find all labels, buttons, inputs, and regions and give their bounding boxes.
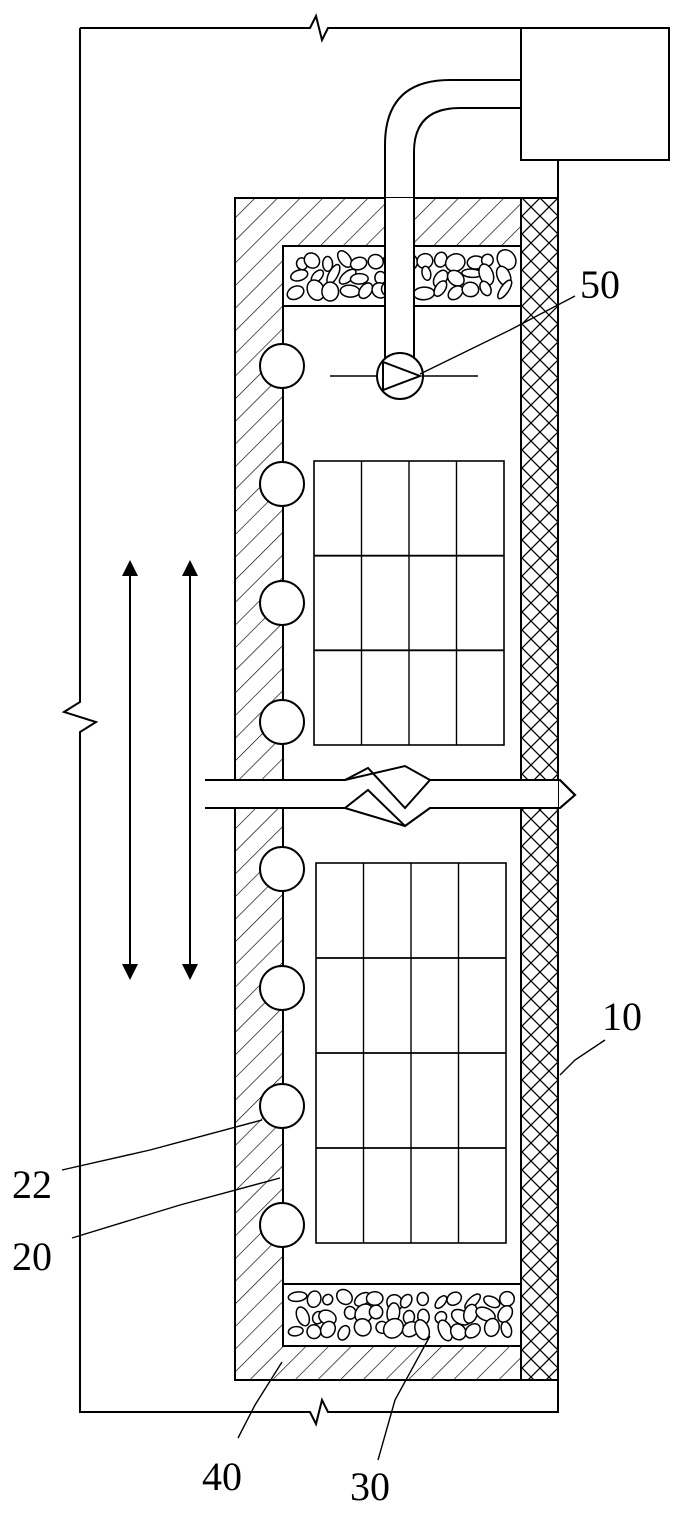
pebble [306,1290,322,1309]
pebble [446,1291,463,1307]
label-side-wall: 10 [602,994,642,1039]
pebble [353,1317,372,1337]
outer-boundary [61,13,559,1427]
heat-pipe-circle [259,343,305,389]
label-heat-pipe: 22 [12,1162,52,1207]
label-cavity: 20 [12,1234,52,1279]
control-box [520,27,670,161]
pebble [367,253,384,270]
pebble [464,1322,481,1339]
heat-pipe-circle [259,699,305,745]
pebble [412,286,436,301]
pebble [335,1288,353,1306]
movement-arrows [122,560,198,980]
pebble [421,265,432,282]
pebble [446,269,465,287]
module-grid [313,460,505,746]
pebble [336,250,353,268]
pebble [382,1317,405,1339]
pebble [295,1306,311,1327]
pebble [500,1320,513,1339]
pebble [479,280,492,297]
pebble [449,1323,467,1341]
heat-pipe-circle [259,461,305,507]
leader-lines [61,295,606,1461]
battery-modules [313,460,507,1244]
pebble [321,281,340,302]
pebble [337,1324,351,1341]
pebble [498,1290,516,1307]
label-insulation: 40 [202,1454,242,1499]
pebble [319,1320,337,1339]
pebble [321,1293,334,1306]
pebble [444,253,466,273]
pebble [365,1290,384,1306]
supply-pipe [384,79,521,362]
pebble [483,1295,501,1309]
pebble [416,1291,430,1307]
pebble [289,268,309,282]
pebble [349,256,368,271]
pebble [496,248,517,271]
pebble [287,1291,308,1303]
pebble [321,255,334,273]
pebble [303,252,321,269]
label-gravel: 30 [350,1464,390,1509]
pebble [461,281,480,298]
heat-pipe-circle [259,580,305,626]
pebble [349,272,369,285]
pebble [414,1319,431,1341]
pump [330,352,478,400]
label-pump: 50 [580,262,620,307]
pebble [286,285,305,301]
pebble [399,1293,413,1309]
heat-pipe-circle [259,1202,305,1248]
pebble [306,1323,322,1340]
pebble [497,279,513,300]
pebble [287,1325,304,1337]
heat-pipe-circle [259,846,305,892]
module-grid [315,862,507,1244]
heat-pipes [259,343,305,1248]
pebble [368,1304,384,1320]
heat-pipe-circle [259,1083,305,1129]
gravel-layer-bottom [282,1283,522,1347]
heat-pipe-circle [259,965,305,1011]
pebble [433,280,448,297]
pebble [483,1317,500,1338]
pebble [434,1295,448,1310]
pebble [339,284,361,298]
pebble [358,282,374,300]
pebble [497,1305,514,1323]
